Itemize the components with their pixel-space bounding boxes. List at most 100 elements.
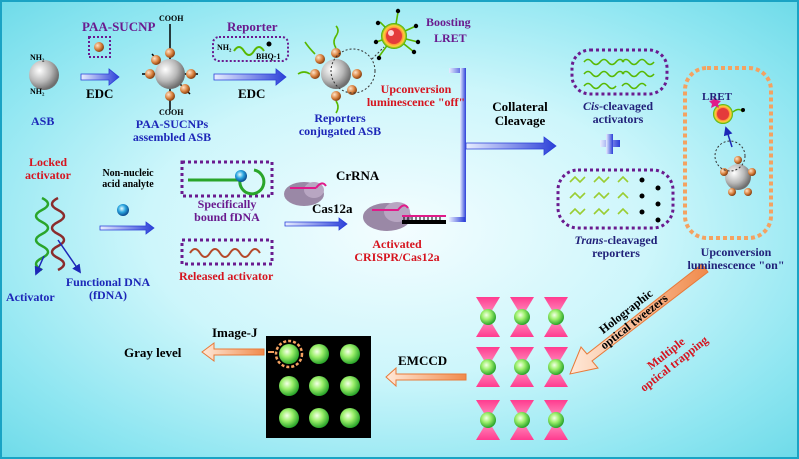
label-locked-line1: Locked [28, 155, 67, 169]
label-collateral-cleavage: Collateral Cleavage [478, 100, 562, 127]
plus-icon [600, 134, 620, 154]
label-trans-cleavaged: Trans-cleavaged reporters [557, 234, 675, 259]
optical-trap-beam [544, 297, 568, 337]
cis-activators-box [570, 48, 669, 96]
label-asb: ASB [31, 114, 55, 128]
released-activator-strand-icon [189, 248, 261, 258]
camera-spot [309, 408, 329, 428]
label-upconversion-off: Upconversion luminescence "off" [364, 83, 468, 108]
camera-spot [340, 408, 360, 428]
analyte-particle-icon [117, 204, 129, 216]
camera-spot [279, 376, 299, 396]
trapped-bead [480, 412, 496, 428]
reporters-conjugated-asb-icon [297, 25, 376, 114]
aptamer-fdna-icon [188, 168, 266, 196]
label-upconversion-on-line2: luminescence "on" [687, 257, 785, 272]
label-trans-suffix: -cleavaged [603, 233, 658, 247]
trapped-bead [548, 309, 564, 325]
optical-trap-beam [510, 297, 534, 337]
reporter-strand-icon [233, 46, 265, 56]
camera-spot [340, 376, 360, 396]
label-non-nucleic-line1: Non-nucleic [102, 168, 154, 179]
label-boosting: Boosting [426, 15, 471, 29]
arrow-analyte-icon [99, 221, 155, 235]
label-trans-italic: Trans [574, 233, 604, 247]
activated-crispr-icon [363, 202, 446, 231]
arrow-gray-level-icon [201, 342, 265, 362]
label-crrna: CrRNA [336, 168, 380, 183]
label-reporters-conjugated-line1: Reporters [314, 111, 366, 125]
camera-spot [309, 344, 329, 364]
label-paa-assembled-line1: PAA-SUCNPs [135, 117, 209, 131]
specifically-bound-box [180, 160, 274, 198]
camera-spot [340, 344, 360, 364]
optical-trap-beam [476, 347, 500, 387]
cis-activator-strands-icon [583, 58, 655, 90]
optical-trap-beam [476, 400, 500, 440]
label-upconversion-on-line1: Upconversion [700, 245, 772, 259]
label-collateral-line1: Collateral [492, 99, 548, 114]
label-cis-suffix: -cleavaged [599, 99, 653, 113]
label-gray-level: Gray level [124, 345, 182, 360]
arrow-edc2-icon [213, 68, 287, 86]
label-specifically-line2: bound fDNA [194, 209, 260, 224]
label-edc-2: EDC [238, 86, 266, 101]
label-activated-crispr: Activated CRISPR/Cas12a [342, 238, 452, 263]
trapped-bead [548, 412, 564, 428]
paa-assembled-asb-icon [142, 24, 198, 110]
trans-reporter-fragments-icon [569, 175, 661, 223]
label-non-nucleic: Non-nucleic acid analyte [88, 168, 168, 190]
camera-spots-icon [279, 344, 360, 428]
locked-activator-dna-icon [34, 196, 66, 272]
optical-trap-beam [476, 297, 500, 337]
reporter-box [212, 36, 289, 62]
trapped-bead [480, 309, 496, 325]
label-paa-sucnp: PAA-SUCNP [82, 19, 156, 34]
label-released-activator: Released activator [179, 269, 274, 283]
label-functional-dna: Functional DNA (fDNA) [54, 276, 162, 301]
optical-trap-beam [544, 400, 568, 440]
collateral-bracket [449, 68, 557, 222]
trapped-bead [480, 359, 496, 375]
camera-spot [309, 376, 329, 396]
label-collateral-line2: Cleavage [494, 112, 546, 128]
label-upconversion-on: Upconversion luminescence "on" [685, 246, 787, 271]
label-edc-1: EDC [86, 86, 114, 101]
label-lret-top: LRET [434, 31, 467, 45]
label-paa-assembled: PAA-SUCNPs assembled ASB [122, 118, 222, 143]
label-imagej: Image-J [212, 325, 258, 340]
label-cis-italic: Cis [583, 99, 600, 113]
released-activator-box [180, 238, 274, 266]
trapped-bead [514, 309, 530, 325]
lret-on-particle-icon [709, 96, 756, 196]
label-paa-assembled-line2: assembled ASB [132, 129, 212, 144]
label-non-nucleic-line2: acid analyte [102, 178, 154, 190]
label-activated-line2: CRISPR/Cas12a [354, 249, 440, 264]
optical-trap-beam [510, 400, 534, 440]
label-lret-right: LRET [702, 91, 732, 103]
label-upconversion-off-line2: luminescence "off" [366, 94, 466, 109]
label-reporters-conjugated: Reporters conjugated ASB [290, 112, 390, 137]
trapped-bead [548, 359, 564, 375]
trans-reporters-box [556, 168, 675, 230]
label-locked-activator: Locked activator [16, 156, 80, 181]
asb-sphere-icon [29, 60, 59, 90]
arrow-cas12a-icon [284, 217, 348, 231]
optical-trap-beam [510, 347, 534, 387]
upconversion-on-box [683, 66, 773, 240]
label-activated-line1: Activated [372, 237, 422, 251]
label-cas12a: Cas12a [312, 201, 353, 216]
trapped-bead [514, 412, 530, 428]
label-nh2-reporter: NH₂ [217, 43, 232, 52]
label-locked-line2: activator [25, 167, 71, 182]
arrow-emccd-icon [385, 366, 467, 388]
paa-sucnp-box [88, 36, 111, 58]
label-reporter: Reporter [227, 19, 278, 34]
label-cooh-top: COOH [159, 14, 184, 23]
label-emccd: EMCCD [398, 353, 448, 368]
label-cis-line2: activators [592, 111, 644, 126]
label-specifically-bound: Specifically bound fDNA [178, 198, 276, 223]
label-trans-line2: reporters [592, 245, 640, 260]
